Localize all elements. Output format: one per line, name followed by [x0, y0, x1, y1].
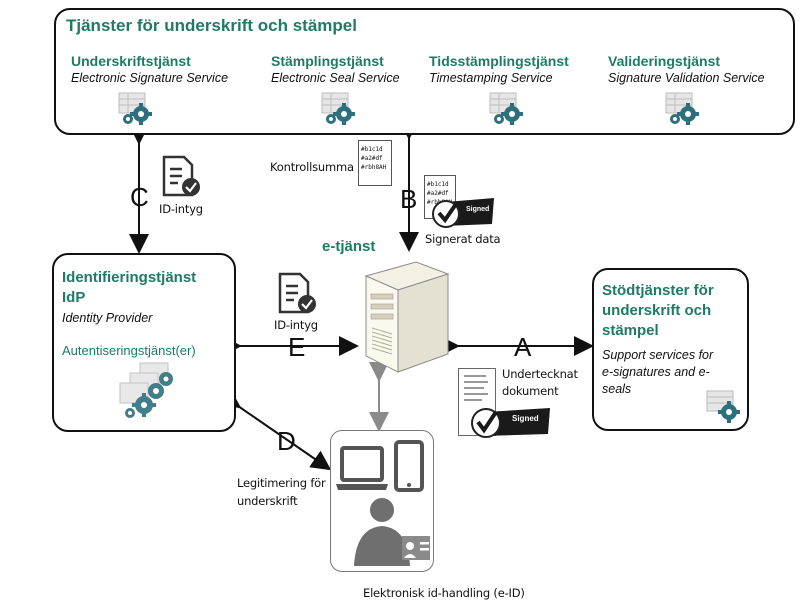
signed-badge-icon: [432, 198, 494, 228]
service-validation: Valideringstjänst Signature Validation S…: [608, 53, 794, 85]
hash-line: #rbh8AH: [361, 164, 387, 171]
label-b: B: [400, 184, 418, 214]
id-intyg-label-c: ID-intyg: [159, 202, 203, 216]
services-box: Tjänster för underskrift och stämpel Und…: [54, 8, 795, 135]
hash-line: #b1c1d: [427, 181, 449, 188]
service-name: Stämplingstjänst: [271, 53, 384, 69]
auth-gears-icon: [119, 362, 173, 418]
eid-label: Elektronisk id-handling (e-ID): [363, 586, 525, 600]
service-subtitle: Electronic Seal Service: [271, 71, 400, 85]
support-subtitle-line2: e-signatures and e-: [602, 365, 710, 379]
service-name: Valideringstjänst: [608, 53, 721, 69]
support-subtitle-line3: seals: [602, 382, 632, 396]
hash-line: #b1c1d: [361, 146, 383, 153]
support-subtitle-line1: Support services for: [602, 348, 714, 362]
legitimering-label-line1: Legitimering för: [237, 476, 326, 490]
id-certificate-icon: [162, 155, 200, 197]
label-e: E: [288, 332, 306, 362]
signerat-data-label: Signerat data: [425, 232, 501, 246]
service-timestamp: Tidsstämplingstjänst Timestamping Servic…: [429, 53, 609, 85]
services-box-title: Tjänster för underskrift och stämpel: [66, 16, 357, 35]
signed-badge-icon: [471, 408, 550, 438]
idp-title: Identifieringstjänst: [62, 269, 197, 286]
support-title-line3: stämpel: [602, 322, 659, 339]
service-subtitle: Timestamping Service: [429, 71, 553, 85]
service-subtitle: Electronic Signature Service: [71, 71, 229, 85]
kontrollsumma-label: Kontrollsumma: [270, 160, 354, 174]
id-certificate-icon: [278, 272, 316, 314]
service-signature: Underskriftstjänst Electronic Signature …: [71, 53, 271, 85]
etjanst-label: e-tjänst: [322, 238, 376, 255]
support-title-line1: Stödtjänster för: [602, 282, 714, 299]
idp-box: Identifieringstjänst IdP Identity Provid…: [52, 253, 236, 432]
server-icon: [364, 261, 450, 373]
label-c: C: [130, 182, 149, 212]
support-box: Stödtjänster för underskrift och stämpel…: [592, 268, 749, 431]
service-gear-icon: [321, 92, 355, 125]
idp-subtitle: Identity Provider: [62, 311, 153, 325]
undertecknat-label-line2: dokument: [502, 384, 559, 398]
label-d: D: [277, 426, 296, 456]
id-intyg-label-e: ID-intyg: [274, 318, 318, 332]
undertecknat-label-line1: Undertecknat: [502, 367, 578, 381]
legitimering-label-line2: underskrift: [237, 494, 298, 508]
service-name: Tidsstämplingstjänst: [429, 53, 569, 69]
service-subtitle: Signature Validation Service: [608, 71, 765, 85]
arrow-d: [219, 388, 332, 471]
service-gear-icon: [665, 92, 699, 125]
hash-document-icon: #b1c1d #a2#df #rbh8AH: [358, 140, 392, 186]
service-gear-icon: [118, 92, 152, 125]
label-a: A: [514, 332, 532, 362]
service-name: Underskriftstjänst: [71, 53, 191, 69]
support-title-line2: underskrift och: [602, 302, 712, 319]
service-gear-icon: [489, 92, 523, 125]
hash-line: #a2#df: [427, 190, 449, 197]
support-gear-icon: [706, 390, 740, 423]
service-seal: Stämplingstjänst Electronic Seal Service: [271, 53, 441, 85]
signed-badge-text: Signed: [512, 414, 539, 423]
idp-title-abbrev: IdP: [62, 289, 86, 306]
eid-devices-icon: [336, 440, 430, 566]
auth-services-label: Autentiseringstjänst(er): [62, 343, 196, 358]
signed-badge-text: Signed: [466, 206, 490, 213]
hash-line: #a2#df: [361, 155, 383, 162]
